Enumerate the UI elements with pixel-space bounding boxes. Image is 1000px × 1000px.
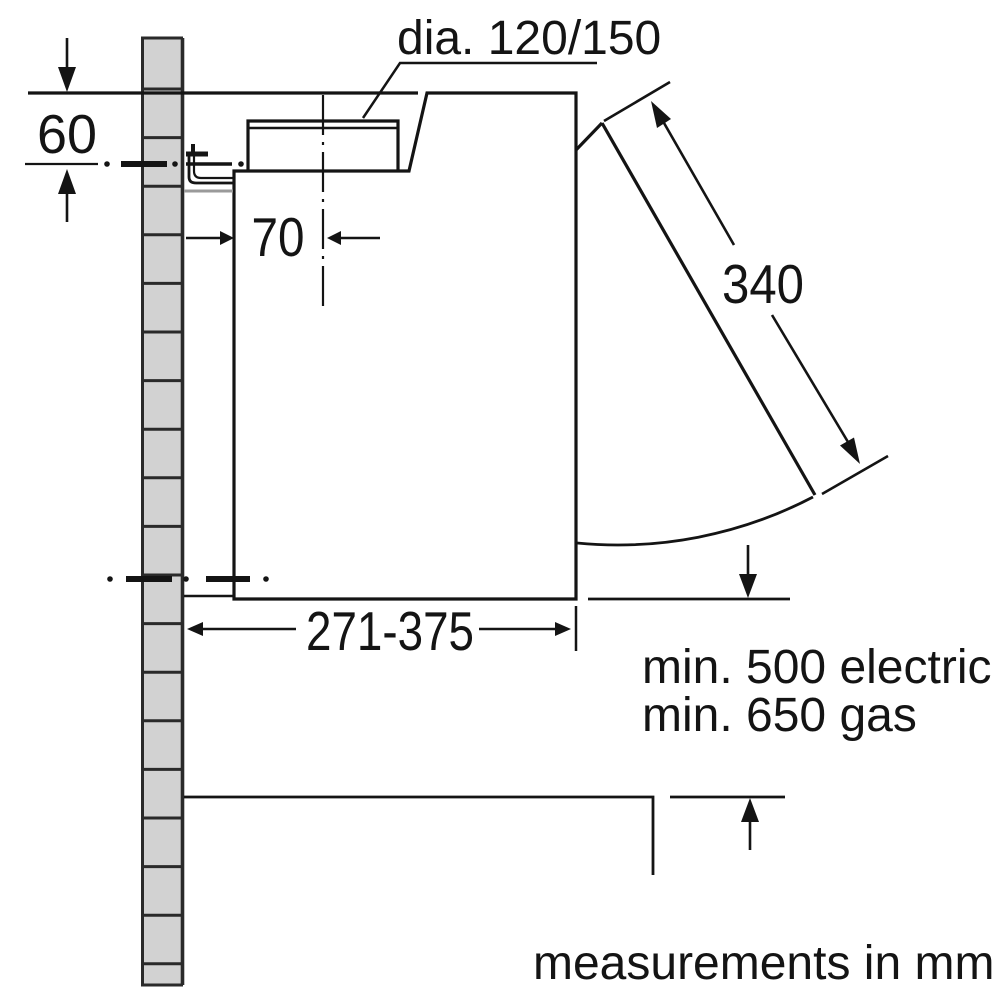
dimension-depth-range: 271-375 bbox=[187, 600, 578, 662]
clearance-gas-label: min. 650 gas bbox=[642, 689, 917, 742]
dimension-label-70: 70 bbox=[252, 206, 305, 268]
hob-outline bbox=[184, 795, 655, 875]
wall bbox=[141, 36, 185, 987]
dimension-70: 70 bbox=[186, 206, 380, 268]
dimension-60: 60 bbox=[37, 38, 97, 222]
visor-level-datum bbox=[588, 545, 790, 601]
centerline-dot bbox=[107, 576, 113, 582]
hob-reference bbox=[184, 795, 785, 875]
arrowhead-up bbox=[58, 169, 76, 194]
arrowhead-down-right bbox=[840, 437, 860, 464]
arrowhead-right bbox=[555, 622, 571, 636]
arrowhead-up bbox=[741, 798, 759, 822]
dimension-line-lower bbox=[770, 314, 850, 443]
bracket-hook-outer bbox=[187, 152, 233, 185]
bracket-hook-inner bbox=[192, 152, 233, 180]
wall-strip bbox=[141, 38, 183, 985]
arrowhead-left bbox=[187, 622, 203, 636]
dimension-label-60: 60 bbox=[37, 103, 97, 165]
dimension-label-340: 340 bbox=[722, 253, 804, 315]
extension-tick-bottom bbox=[821, 454, 889, 496]
wall-courses bbox=[141, 87, 183, 966]
centerline-dot bbox=[104, 161, 110, 167]
centerline-dot bbox=[263, 576, 269, 582]
centerline-dot bbox=[172, 161, 178, 167]
visor-hinge-line bbox=[574, 121, 604, 152]
centerline-dot bbox=[238, 161, 244, 167]
duct-leader-line bbox=[361, 61, 597, 119]
visor-flap bbox=[574, 121, 817, 547]
centerline-dot bbox=[183, 576, 189, 582]
units-note: measurements in mm bbox=[533, 937, 994, 990]
mounting-centerline-bottom bbox=[107, 576, 269, 582]
clearance-electric-label: min. 500 electric bbox=[642, 641, 991, 694]
extension-tick-top bbox=[603, 80, 671, 123]
arrowhead-right bbox=[220, 231, 234, 245]
dimension-label-depth-range: 271-375 bbox=[306, 600, 474, 662]
mounting-bracket bbox=[184, 144, 233, 193]
hood-body bbox=[232, 91, 578, 601]
duct-diameter-label: dia. 120/150 bbox=[397, 12, 661, 65]
arrowhead-up-left bbox=[651, 101, 671, 128]
visor-edge-line bbox=[600, 122, 817, 496]
visor-swing-arc bbox=[576, 495, 814, 547]
arrowhead-down bbox=[58, 67, 76, 92]
arrowhead-left bbox=[327, 231, 341, 245]
dimension-line-upper bbox=[662, 122, 736, 246]
dimension-340: 340 bbox=[603, 80, 889, 496]
arrowhead-down bbox=[739, 574, 757, 598]
